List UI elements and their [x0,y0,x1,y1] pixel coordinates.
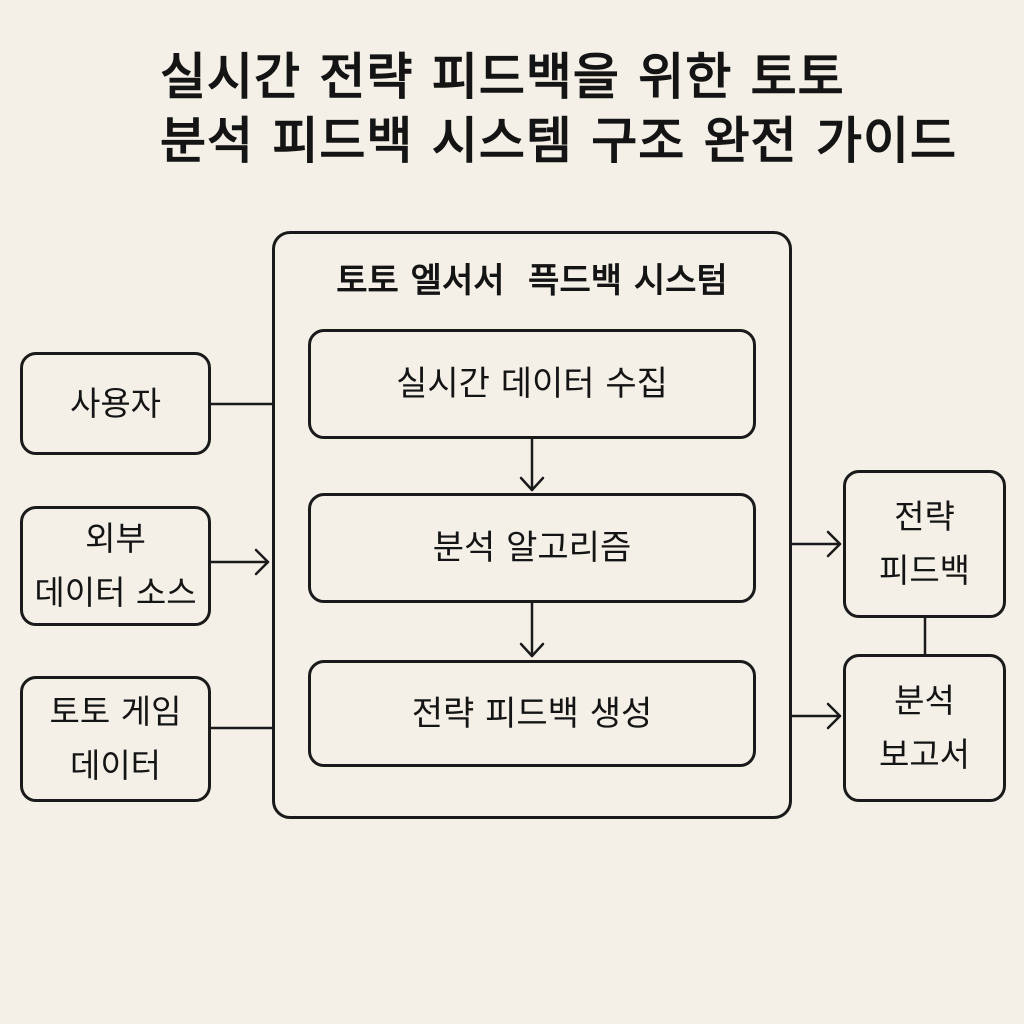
input-external-line1: 외부 [85,519,146,558]
input-toto-game-data: 토토 게임 데이터 [20,676,211,802]
arrowhead-strategy-feedback [826,530,842,558]
page-title: 실시간 전략 피드백을 위한 토토 분석 피드백 시스템 구조 완전 가이드 [160,44,1020,174]
step-2-label: 분석 알고리즘 [432,528,632,568]
input-user-label: 사용자 [69,383,162,423]
system-title: 토토 엘서서 픅드백 시스텀 [336,261,728,301]
output-analysis-report: 분석 보고서 [843,654,1006,802]
input-game-line2: 데이터 [69,746,162,785]
input-external-line2: 데이터 소스 [34,573,197,612]
input-external-data-source: 외부 데이터 소스 [20,506,211,626]
system-container [272,231,792,819]
step-analysis-algorithm: 분석 알고리즘 [308,493,756,603]
arrowhead-external [254,548,270,576]
output-strategy-line1: 전략 [894,497,955,536]
step-strategy-feedback-generation: 전략 피드백 생성 [308,660,756,767]
input-game-line1: 토토 게임 [49,692,182,731]
output-report-line2: 보고서 [878,735,971,774]
output-report-line1: 분석 [894,681,955,720]
title-line-2: 분석 피드백 시스템 구조 완전 가이드 [160,112,958,170]
output-strategy-feedback: 전략 피드백 [843,470,1006,618]
step-1-label: 실시간 데이터 수집 [396,364,668,404]
arrowhead-analysis-report [826,702,842,730]
step-3-label: 전략 피드백 생성 [411,693,653,734]
input-user: 사용자 [20,352,211,455]
step-realtime-data-collection: 실시간 데이터 수집 [308,329,756,439]
title-line-1: 실시간 전략 피드백을 위한 토토 [160,48,845,106]
output-strategy-line2: 피드백 [878,551,971,590]
